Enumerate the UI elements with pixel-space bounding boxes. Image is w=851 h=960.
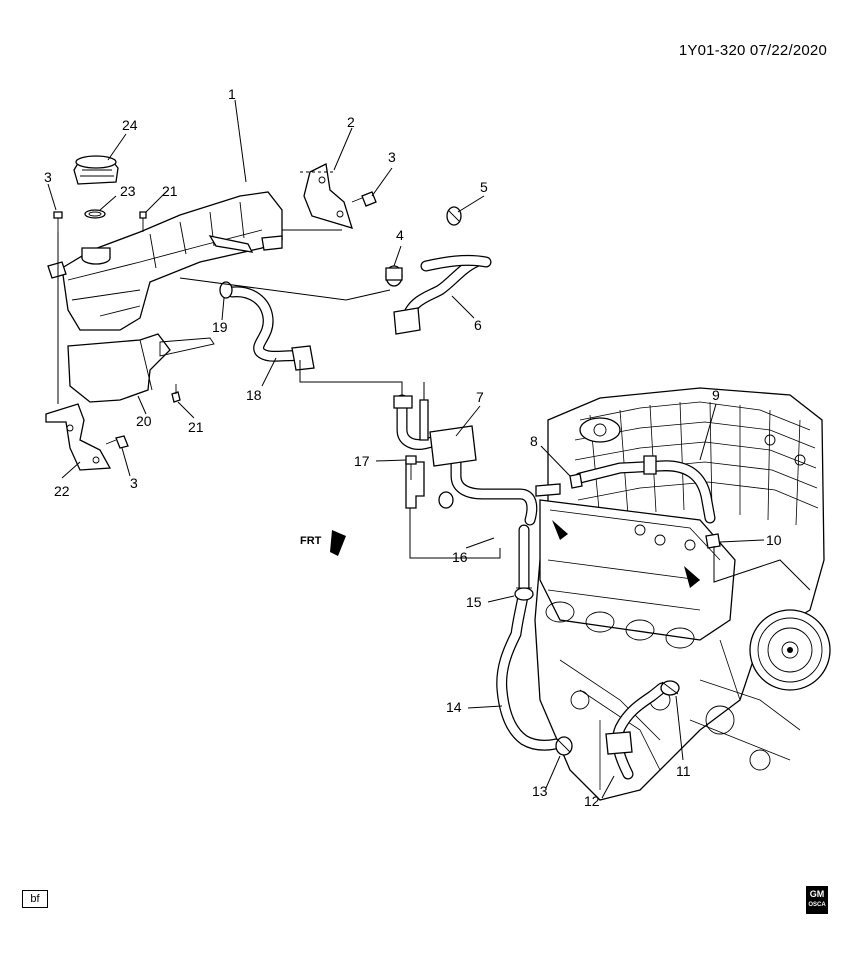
- hose-18: [226, 286, 315, 371]
- callout-17: 17: [354, 453, 370, 469]
- bolt-21-lower: [171, 384, 181, 403]
- clamp-10: [705, 533, 721, 549]
- callout-9: 9: [712, 387, 720, 403]
- callout-1: 1: [228, 86, 236, 102]
- front-direction-indicator: FRT: [300, 530, 346, 556]
- bolt-3-lower: [105, 435, 129, 449]
- document-id: 1Y01-320 07/22/2020: [678, 42, 827, 59]
- clamp-16: [438, 491, 454, 509]
- clamp-15: [514, 587, 534, 601]
- callout-24: 24: [122, 117, 138, 133]
- guide-lines: [57, 171, 811, 591]
- bf-label: bf: [22, 890, 48, 908]
- surge-tank-shield: [67, 333, 215, 403]
- callout-3-left: 3: [44, 169, 52, 185]
- callout-18: 18: [246, 387, 262, 403]
- hose-9: [574, 455, 716, 524]
- bolt-17: [405, 455, 417, 480]
- callout-7: 7: [476, 389, 484, 405]
- callout-21-lower: 21: [188, 419, 204, 435]
- cap-seal: [84, 209, 106, 219]
- callout-15: 15: [466, 594, 482, 610]
- coolant-surge-tank: [47, 191, 283, 331]
- callout-10: 10: [766, 532, 782, 548]
- callout-23: 23: [120, 183, 136, 199]
- surge-tank-cap: [73, 155, 119, 185]
- gm-logo-bottom: OSCA: [808, 902, 826, 908]
- leader-lines: [47, 99, 765, 799]
- hose-14: [496, 524, 562, 751]
- callout-22: 22: [54, 483, 70, 499]
- callouts: 1 2 3 3 3 4 5 6 7 8 9 10 11 12 13 14 15 …: [44, 86, 782, 809]
- clamp-5: [446, 206, 462, 226]
- hose-12: [605, 682, 668, 780]
- callout-5: 5: [480, 179, 488, 195]
- callout-8: 8: [530, 433, 538, 449]
- clamp-8: [569, 473, 583, 489]
- callout-2: 2: [347, 114, 355, 130]
- clamp-4: [385, 265, 403, 287]
- bolt-21-upper: [139, 211, 147, 232]
- hose-6: [393, 254, 492, 335]
- callout-3-lower: 3: [130, 475, 138, 491]
- callout-21-upper: 21: [162, 183, 178, 199]
- clamp-11: [660, 680, 680, 696]
- callout-4: 4: [396, 227, 404, 243]
- tank-bracket-upper: [303, 163, 353, 229]
- bolt-3-upper: [351, 191, 377, 207]
- callout-20: 20: [136, 413, 152, 429]
- gm-logo: GM OSCA: [806, 886, 828, 914]
- tank-bracket-lower: [45, 403, 112, 471]
- clamp-19: [219, 281, 233, 299]
- callout-16: 16: [452, 549, 468, 565]
- frt-label: FRT: [300, 535, 322, 547]
- callout-6: 6: [474, 317, 482, 333]
- callout-19: 19: [212, 319, 228, 335]
- engine-assembly: [534, 387, 831, 801]
- callout-13: 13: [532, 783, 548, 799]
- clamp-13: [555, 736, 573, 756]
- callout-14: 14: [446, 699, 462, 715]
- callout-12: 12: [584, 793, 600, 809]
- callout-11: 11: [676, 763, 691, 779]
- bolt-3-left: [53, 211, 63, 232]
- callout-3-upper: 3: [388, 149, 396, 165]
- gm-logo-top: GM: [809, 889, 825, 899]
- coolant-pipe-assembly: [393, 394, 561, 526]
